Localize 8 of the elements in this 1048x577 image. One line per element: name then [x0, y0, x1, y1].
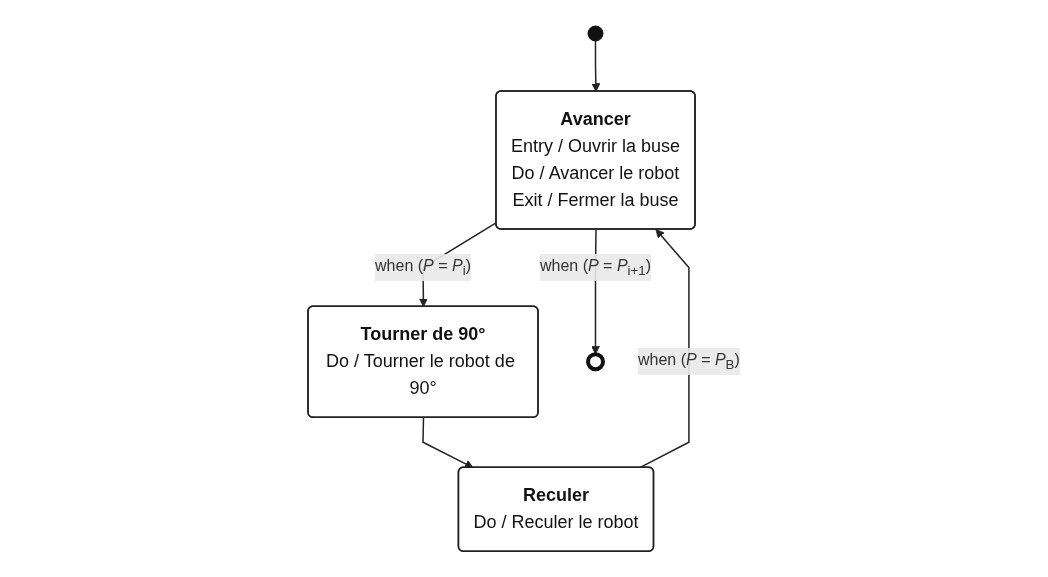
- node-circle: [586, 352, 606, 372]
- arrow: [639, 229, 690, 469]
- edge-label: when (P = P$_{i}$): [375, 256, 472, 279]
- node-circle: [587, 25, 604, 42]
- edge-label: when (P = P$_{B}$): [638, 350, 740, 373]
- edge-label: when (P = P$_{i+1}$): [540, 256, 652, 279]
- arrow: [591, 40, 601, 92]
- arrow: [422, 416, 474, 468]
